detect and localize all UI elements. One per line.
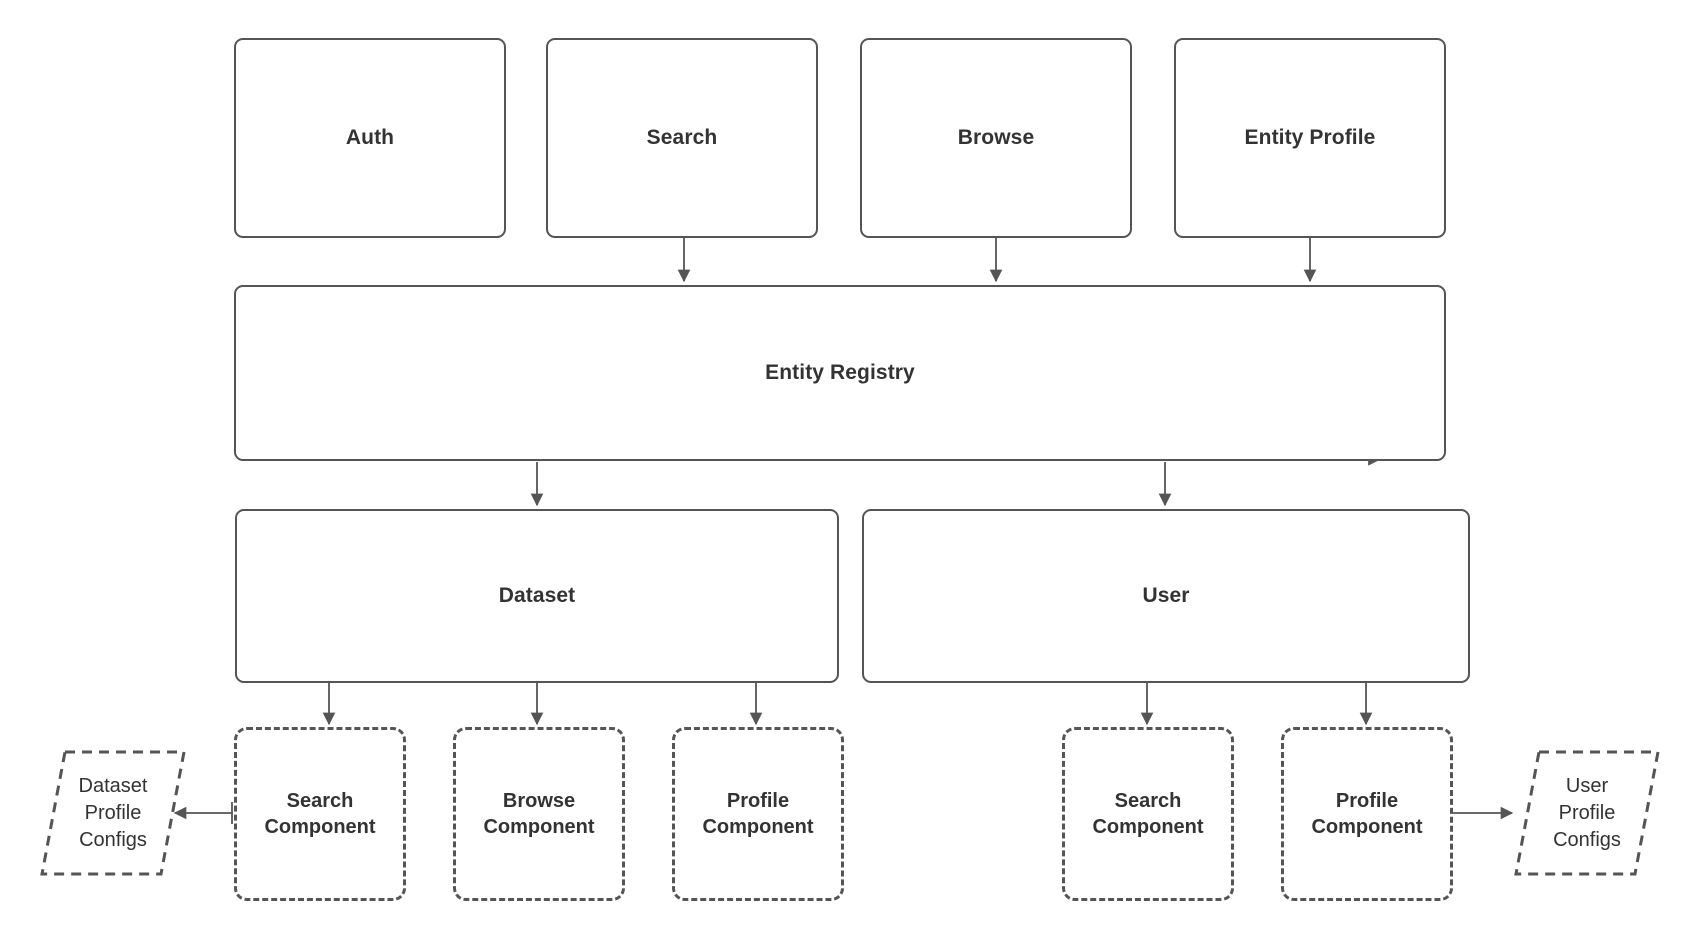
node-user[interactable]: User [862,509,1470,683]
node-dataset-profile-configs-label: Dataset Profile Configs [78,774,148,851]
node-user-search-component[interactable]: Search Component [1062,727,1234,901]
user-profile-configs-shape [1514,750,1660,876]
node-entity-profile[interactable]: Entity Profile [1174,38,1446,238]
node-search-label: Search [646,126,718,149]
node-dataset-profile-configs[interactable]: Dataset Profile Configs [38,748,188,878]
node-entity-registry[interactable]: Entity Registry [234,285,1446,461]
node-dataset-profile-component[interactable]: Profile Component [672,727,844,901]
dataset-profile-configs-shape [40,750,186,876]
node-entity-profile-label: Entity Profile [1244,126,1376,149]
node-dataset-profile-component-label: Profile Component [702,789,814,838]
node-user-profile-configs-label: User Profile Configs [1553,774,1621,851]
node-dataset-search-component[interactable]: Search Component [234,727,406,901]
node-auth-label: Auth [345,126,395,149]
node-dataset[interactable]: Dataset [235,509,839,683]
node-user-profile-component[interactable]: Profile Component [1281,727,1453,901]
node-dataset-browse-component-label: Browse Component [483,789,595,838]
node-dataset-browse-component[interactable]: Browse Component [453,727,625,901]
node-search[interactable]: Search [546,38,818,238]
node-dataset-search-component-label: Search Component [264,789,376,838]
edge-user-profile-component-to-user-profile-configs [1446,802,1514,824]
node-browse[interactable]: Browse [860,38,1132,238]
node-auth[interactable]: Auth [234,38,506,238]
node-user-search-component-label: Search Component [1092,789,1204,838]
node-user-profile-component-label: Profile Component [1311,789,1423,838]
node-browse-label: Browse [957,126,1035,149]
node-user-label: User [1142,584,1190,607]
node-dataset-label: Dataset [498,584,576,607]
node-user-profile-configs[interactable]: User Profile Configs [1512,748,1662,878]
node-entity-registry-label: Entity Registry [765,361,915,384]
